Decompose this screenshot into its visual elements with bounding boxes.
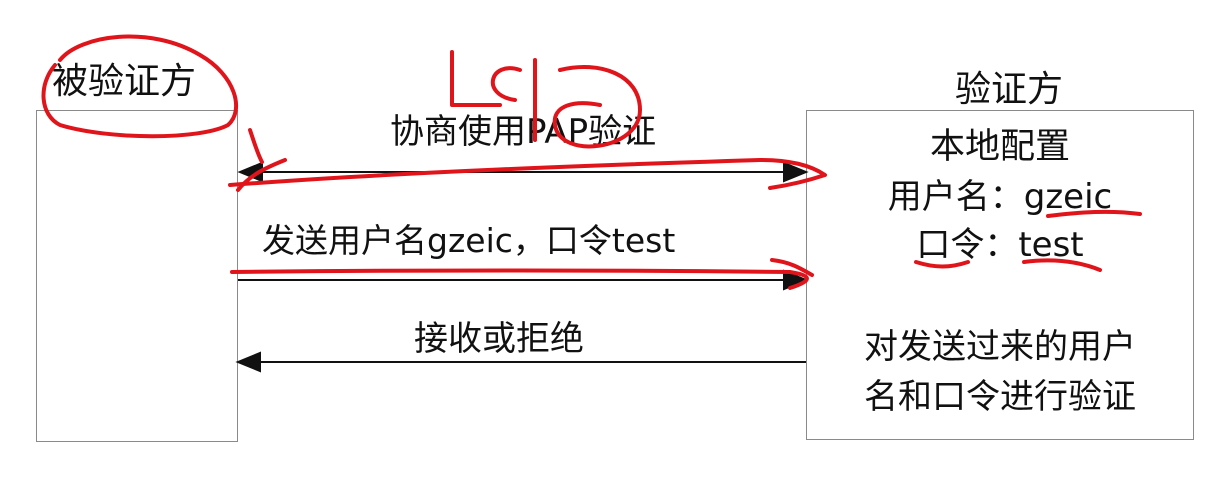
config-password: 口令：test (916, 225, 1084, 265)
accept-reject-arrow-head (235, 351, 261, 373)
left-party-title: 被验证方 (52, 61, 197, 102)
negotiate-arrow-left-head (237, 161, 263, 183)
negotiate-arrow-right-head (783, 161, 809, 183)
left-arrow-tick-annotation (248, 128, 264, 164)
right-party-box (806, 110, 1194, 440)
accept-reject-message-label: 接收或拒绝 (414, 319, 584, 359)
left-arrow-scribble-annotation (236, 158, 287, 192)
local-config-heading: 本地配置 (929, 127, 1070, 167)
right-party-title: 验证方 (955, 69, 1064, 110)
handwritten-c-annotation (490, 66, 522, 102)
negotiate-message-label: 协商使用PAP验证 (390, 112, 657, 152)
send-credentials-message-label: 发送用户名gzeic，口令test (262, 221, 676, 260)
handwritten-l-annotation (450, 50, 502, 107)
send-credentials-arrow-head (783, 269, 809, 291)
verify-description-line-1: 对发送过来的用户 (864, 327, 1136, 367)
verify-description-line-2: 名和口令进行验证 (864, 377, 1136, 417)
config-username: 用户名：gzeic (887, 177, 1113, 217)
left-party-box (36, 110, 238, 442)
negotiate-arrow-underline-annotation (228, 158, 827, 190)
send-credentials-underline-annotation (230, 268, 809, 290)
